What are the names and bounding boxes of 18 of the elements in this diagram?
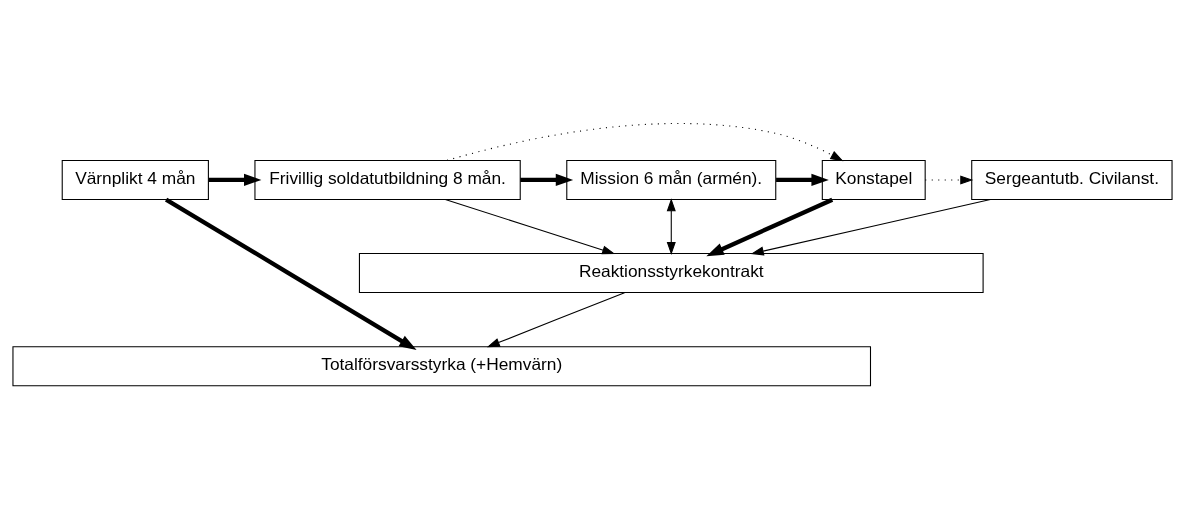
node-box: Konstapel (821, 159, 926, 200)
arrow (446, 122, 844, 161)
arrow (706, 197, 834, 256)
arrow (444, 198, 616, 254)
node-box: Sergeantutb. Civilanst. (971, 159, 1173, 200)
node-box: Frivillig soldatutbildning 8 mån. (254, 159, 521, 200)
arrow (924, 174, 974, 184)
node-box: Totalförsvarsstyrka (+Hemvärn) (12, 345, 872, 386)
arrow (486, 291, 626, 347)
node-box: Reaktionsstyrkekontrakt (358, 252, 984, 293)
arrow (750, 198, 991, 255)
arrow (208, 173, 262, 186)
arrow (666, 197, 676, 255)
arrow (520, 173, 574, 186)
arrow (776, 173, 829, 186)
node-box: Mission 6 mån (armén). (566, 159, 777, 200)
node-box: Värnplikt 4 mån (61, 159, 209, 200)
arrow (164, 197, 417, 350)
